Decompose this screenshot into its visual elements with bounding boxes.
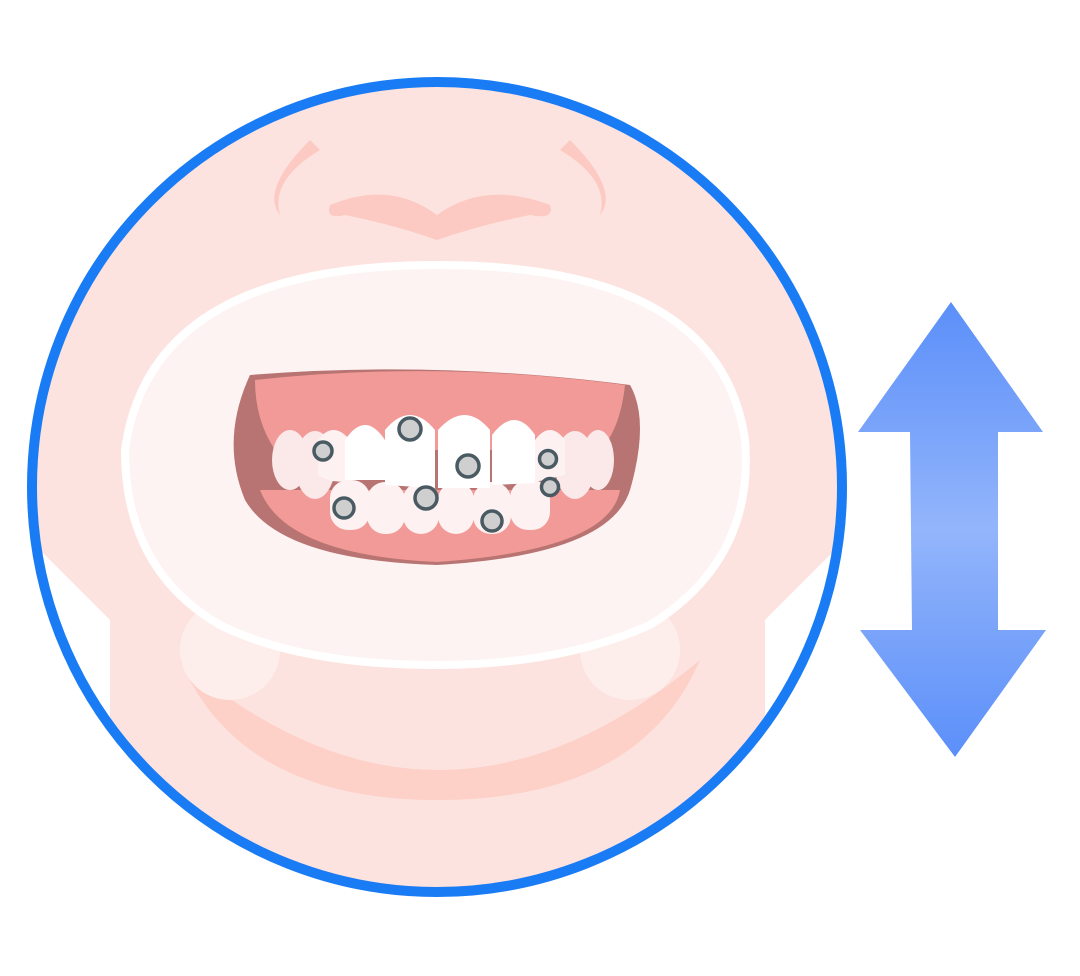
frame-ring xyxy=(27,77,847,897)
plaque-spot-icon xyxy=(397,416,423,442)
vertical-double-arrow-icon xyxy=(858,302,1046,757)
plaque-spot-icon xyxy=(332,496,356,520)
upper-gum xyxy=(255,371,625,450)
face xyxy=(32,82,842,892)
plaque-spot-icon xyxy=(312,440,334,462)
plaque-spot-icon xyxy=(480,509,504,533)
plaque-spot-icon xyxy=(413,485,439,511)
plaque-spot-icon xyxy=(539,476,561,498)
plaque-markers xyxy=(312,416,561,533)
side-teeth xyxy=(272,430,614,499)
plaque-spot-icon xyxy=(537,448,559,470)
lower-teeth xyxy=(330,480,550,534)
nose xyxy=(274,140,606,240)
plaque-spot-icon xyxy=(455,453,481,479)
